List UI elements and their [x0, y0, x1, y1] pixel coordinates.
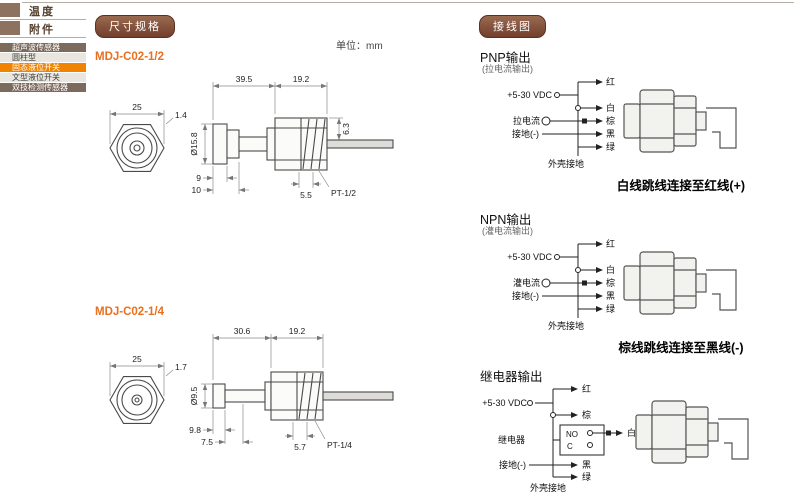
relay-ground-label: 接地(-) [499, 459, 526, 470]
pnp-wires [541, 81, 596, 156]
relay-wire-black: 黑 [582, 460, 591, 470]
model-name-1: MDJ-C02-1/2 [95, 51, 165, 63]
npn-wire-black: 黑 [606, 291, 615, 301]
dimension-drawing-1: 25 1.4 Ø15.8 39.5 19.2 6.3 9 10 5.5 PT-1… [109, 74, 394, 200]
dim-pitch-2: 5.7 [294, 442, 306, 452]
sidebar-item-cylindrical-type[interactable]: 圆柱型 [0, 53, 86, 63]
dim-lip-1: 1.4 [175, 110, 187, 120]
dim-height-1: 6.3 [341, 123, 351, 135]
dim-dia-1: Ø15.8 [189, 132, 199, 155]
wiring-note-npn: 棕线跳线连接至黑线(-) [618, 341, 744, 355]
pnp-ground-label: 接地(-) [512, 128, 539, 139]
relay-shell-label: 外壳接地 [530, 482, 566, 493]
sidebar-item-solid-level-switch[interactable]: 固态液位开关 [0, 63, 86, 73]
tab-divider-1 [0, 19, 86, 20]
wiring-title-npn: NPN输出 [480, 213, 532, 227]
npn-sensor-illustration [623, 251, 737, 315]
relay-wire-brown: 棕 [582, 409, 591, 420]
sidebar-menu: 超声波传感器 圆柱型 固态液位开关 文型液位开关 双技检测传感器 [0, 43, 86, 93]
relay-no-label: NO [566, 430, 578, 439]
sidebar-item-ultrasonic-sensor[interactable]: 超声波传感器 [0, 43, 86, 53]
pnp-current-label: 拉电流 [513, 115, 540, 126]
pnp-sensor-illustration [623, 89, 737, 153]
sidebar-item-type-level-switch[interactable]: 文型液位开关 [0, 73, 86, 83]
tab-divider-2 [0, 37, 86, 38]
npn-junctions [582, 241, 603, 312]
side-view-2 [212, 371, 394, 421]
dim-tip-b-1: 10 [192, 185, 202, 195]
relay-wire-green: 绿 [582, 471, 591, 482]
dim-dia-2: Ø9.5 [189, 387, 199, 406]
npn-ground-label: 接地(-) [512, 290, 539, 301]
npn-wire-green: 绿 [606, 303, 615, 314]
relay-supply-label: +5-30 VDC [482, 398, 527, 408]
model-name-2: MDJ-C02-1/4 [95, 306, 165, 318]
npn-supply-label: +5-30 VDC [507, 252, 552, 262]
dim-thread-2: PT-1/4 [327, 440, 352, 450]
dim-across-2: 25 [132, 354, 142, 364]
npn-wires [541, 243, 596, 318]
relay-label: 继电器 [498, 434, 525, 445]
dim-thread-1: PT-1/2 [331, 188, 356, 198]
npn-current-label: 灌电流 [513, 277, 540, 288]
npn-wire-red: 红 [606, 238, 615, 249]
dim-len-a-2: 30.6 [234, 326, 251, 336]
dim-lip-2: 1.7 [175, 362, 187, 372]
wiring-title-pnp: PNP输出 [480, 51, 531, 65]
pnp-wire-brown: 棕 [606, 115, 615, 126]
pnp-wire-black: 黑 [606, 129, 615, 139]
dim-arrows-2 [110, 335, 323, 445]
tab-accessories[interactable]: 附件 [0, 21, 86, 37]
wiring-schematic-npn: +5-30 VDC 红 白 灌电流 棕 接地(-) 黑 绿 外壳接地 [507, 238, 737, 331]
front-view-1 [109, 124, 165, 172]
dim-len-b-2: 19.2 [289, 326, 306, 336]
relay-junctions [571, 386, 623, 480]
relay-wire-red: 红 [582, 383, 591, 394]
wiring-title-relay: 继电器输出 [480, 370, 543, 384]
npn-shell-label: 外壳接地 [548, 320, 584, 331]
dimension-drawing-2: 25 1.7 Ø9.5 30.6 19.2 9.8 7.5 5.7 PT-1/4 [109, 326, 394, 452]
dim-tip-b-2: 7.5 [201, 437, 213, 447]
pnp-junctions [582, 79, 603, 150]
dim-tip-a-1: 9 [196, 173, 201, 183]
dim-len-a-1: 39.5 [236, 74, 253, 84]
npn-wire-white: 白 [606, 264, 615, 275]
wiring-note-pnp: 白线跳线连接至红线(+) [616, 179, 746, 193]
relay-wire-white: 白 [627, 427, 636, 438]
pnp-wire-green: 绿 [606, 141, 615, 152]
wiring-subtitle-pnp: (拉电流输出) [482, 64, 533, 74]
tab-temperature[interactable]: 温度 [0, 3, 86, 19]
dim-pitch-1: 5.5 [300, 190, 312, 200]
tab-temperature-label: 温度 [29, 6, 55, 18]
tab-accessories-label: 附件 [29, 24, 55, 36]
dim-arrows-1 [110, 83, 342, 193]
section-header-dimensions: 尺寸规格 [95, 15, 175, 38]
top-divider [22, 2, 794, 3]
wiring-schematic-relay: +5-30 VDC 红 棕 继电器 NO C 白 接地(-) 黑 绿 外壳接地 [482, 383, 749, 493]
pnp-wire-red: 红 [606, 76, 615, 87]
relay-wires [527, 388, 616, 478]
wiring-subtitle-npn: (灌电流输出) [482, 226, 533, 236]
tab-accent-block [0, 3, 20, 17]
side-view-1 [212, 117, 394, 171]
dim-tip-a-2: 9.8 [189, 425, 201, 435]
unit-label: 单位：mm [336, 41, 383, 52]
sidebar-item-dual-detection[interactable]: 双技检测传感器 [0, 83, 86, 93]
dim-across-1: 25 [132, 102, 142, 112]
pnp-supply-label: +5-30 VDC [507, 90, 552, 100]
wiring-schematic-pnp: +5-30 VDC 红 白 拉电流 棕 接地(-) 黑 绿 外壳接地 [507, 76, 737, 169]
tab-accent-block [0, 21, 20, 35]
section-header-wiring: 接线图 [479, 15, 546, 38]
pnp-wire-white: 白 [606, 102, 615, 113]
relay-sensor-illustration [635, 400, 749, 464]
dim-len-b-1: 19.2 [293, 74, 310, 84]
front-view-2 [109, 376, 165, 424]
relay-c-label: C [567, 442, 573, 451]
pnp-shell-label: 外壳接地 [548, 158, 584, 169]
npn-wire-brown: 棕 [606, 277, 615, 288]
